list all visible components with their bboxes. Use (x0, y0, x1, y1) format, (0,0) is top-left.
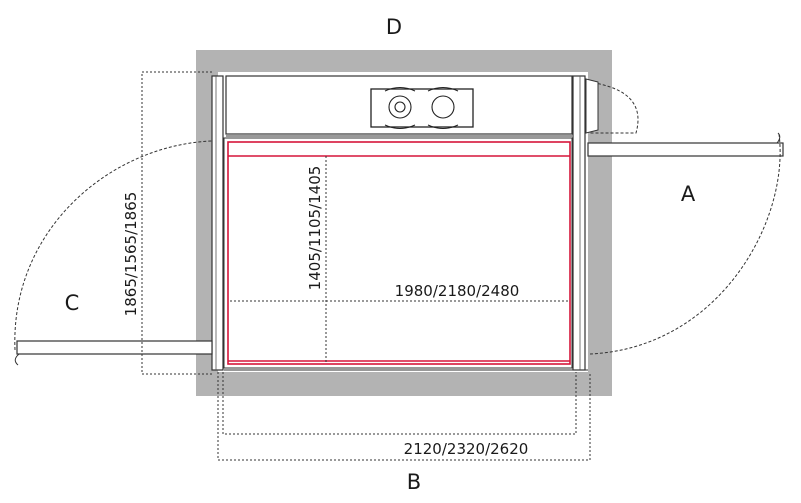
dim-inner-width: 1980/2180/2480 (395, 282, 520, 300)
door-c-swing-arc (14, 140, 213, 351)
cabin-floor (223, 137, 573, 369)
left-rail (211, 75, 224, 371)
door-a-swing-arc (589, 133, 781, 355)
door-a-jamb (585, 78, 599, 134)
cabin-outline (227, 141, 571, 365)
dim-inner-height: 1405/1105/1405 (306, 166, 324, 291)
door-c-leaf (16, 340, 213, 355)
label-c: C (65, 291, 80, 315)
label-a: A (681, 182, 696, 206)
outer-width-box (217, 372, 591, 461)
dim-outer-width: 2120/2320/2620 (404, 440, 529, 458)
label-d: D (386, 15, 402, 39)
outer-height-box (141, 71, 212, 375)
door-a-leaf (587, 142, 784, 157)
motor-icon (370, 87, 474, 129)
dim-outer-height: 1865/1565/1865 (122, 192, 140, 317)
door-a-small-arc (587, 81, 639, 134)
right-rail (572, 75, 586, 371)
inner-width-box (222, 372, 577, 435)
label-b: B (407, 470, 421, 494)
